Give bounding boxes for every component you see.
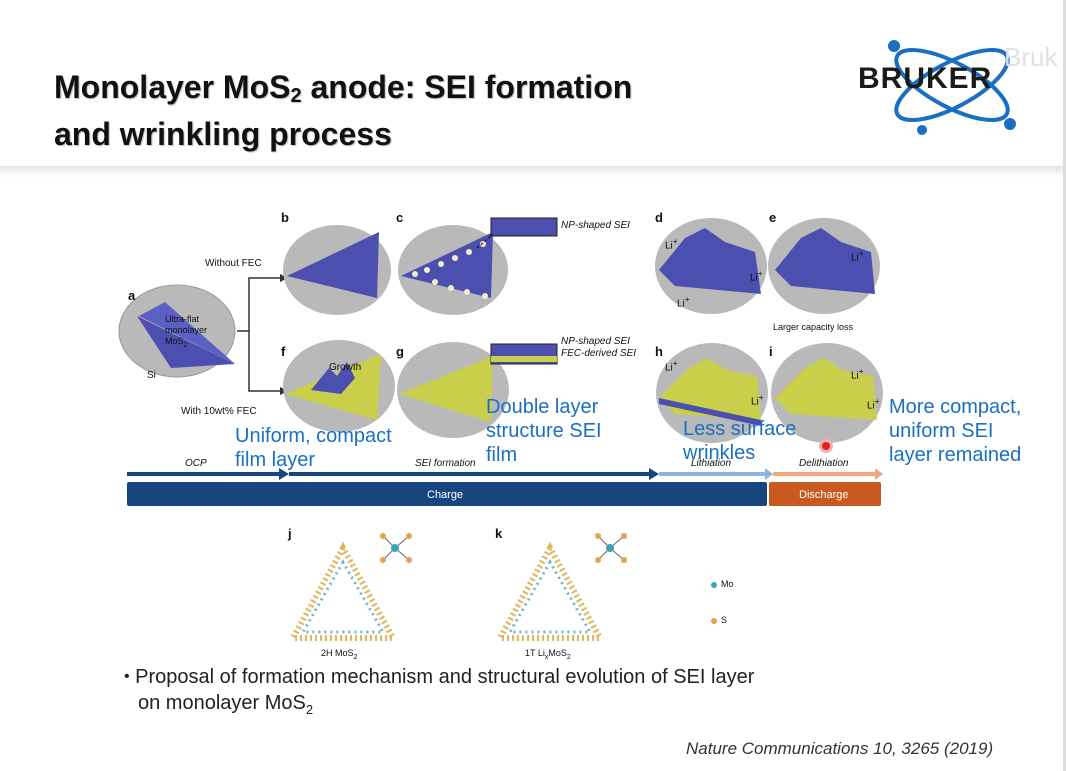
panel-letter-h: h [655,344,663,359]
timeline-sei-formation: SEI formation [415,458,476,469]
panel-letter-b: b [281,210,289,225]
timeline-ocp: OCP [185,458,207,469]
label-with-fec: With 10wt% FEC [181,406,257,417]
bruker-logo [888,40,1016,135]
label-larger-capacity-loss: Larger capacity loss [773,322,854,332]
panel-letter-d: d [655,210,663,225]
label-growth: Growth [329,362,362,373]
bullet-point: • Proposal of formation mechanism and st… [124,666,755,717]
caption-2h-mos2: 2H MoS2 [321,648,358,661]
panel-letter-a: a [128,288,136,303]
label-np-sei-g: NP-shaped SEI [561,336,630,347]
header-divider [0,166,1066,178]
panel-letter-f: f [281,344,286,359]
label-li-d1: Li+ [665,236,678,252]
timeline-delithiation: Delithiation [799,458,849,469]
legend-mo: Mo [721,579,734,589]
label-si: Si [147,370,156,381]
label-without-fec: Without FEC [205,258,262,269]
label-li-h2: Li+ [751,392,764,408]
bullet-dot-icon: • [124,668,130,685]
timeline-lithiation: Lithiation [691,458,732,469]
label-li-d2: Li+ [750,268,763,284]
caption-1t-lixmos2: 1T LixMoS2 [525,648,571,661]
logo-ghost-text: Bruk [1004,42,1058,72]
panel-letter-k: k [495,526,503,541]
legend-s: S [721,615,728,625]
label-li-i2: Li+ [867,396,880,412]
right-edge [1063,0,1066,771]
citation: Nature Communications 10, 3265 (2019) [686,739,994,758]
slide-title: Monolayer MoS2 anode: SEI formation and … [54,69,633,152]
label-li-i1: Li+ [851,366,864,382]
figure-panel: a b c d e f g h i j k Without FEC With 1… [115,198,899,668]
label-np-sei-c: NP-shaped SEI [561,220,630,231]
panel-letter-g: g [396,344,404,359]
panel-letter-i: i [769,344,773,359]
panel-letter-e: e [769,210,777,225]
label-li-e: Li+ [851,248,864,264]
label-fec-sei-g: FEC-derived SEI [561,348,637,359]
logo-text: BRUKER [858,62,993,95]
panel-letter-j: j [288,526,292,541]
mechanism-diagram [118,217,883,641]
label-li-h1: Li+ [665,358,678,374]
panel-letter-c: c [396,210,404,225]
label-li-d3: Li+ [677,294,690,310]
charge-bar-label: Charge [427,489,464,501]
discharge-bar-label: Discharge [799,489,849,501]
slide-header [0,0,1066,168]
